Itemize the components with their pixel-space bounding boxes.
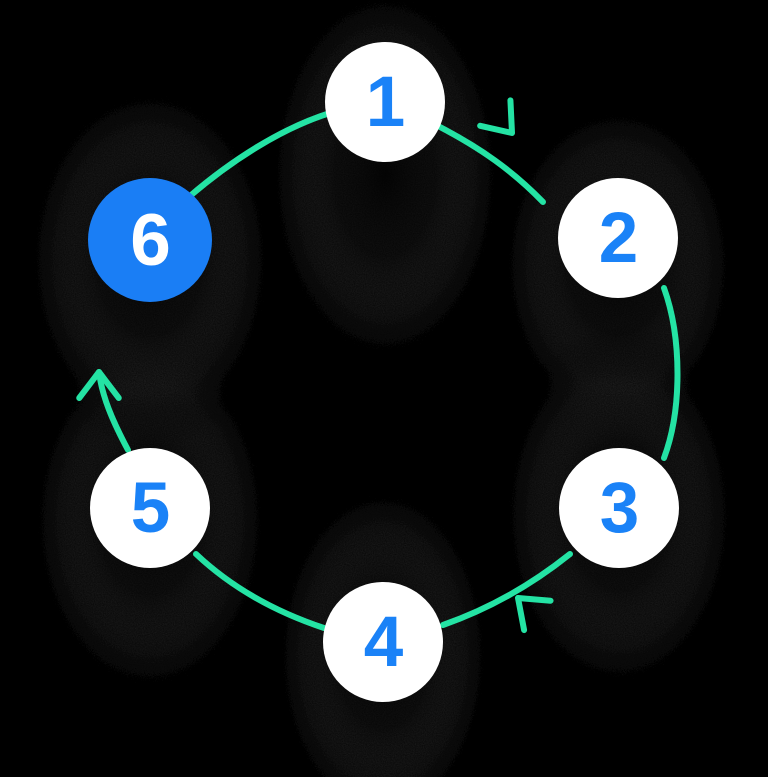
node-label-3: 3 bbox=[599, 468, 639, 548]
node-1[interactable]: 1 bbox=[325, 42, 445, 162]
arrowhead-1-to-2 bbox=[477, 97, 515, 136]
node-5[interactable]: 5 bbox=[90, 448, 210, 568]
arrowhead-3-to-4 bbox=[515, 595, 554, 634]
edge-2-to-3 bbox=[661, 285, 681, 461]
node-label-1: 1 bbox=[365, 62, 405, 142]
node-label-5: 5 bbox=[130, 468, 170, 548]
edge-4-to-5 bbox=[193, 551, 327, 631]
node-6[interactable]: 6 bbox=[88, 178, 212, 302]
edge-1-to-2 bbox=[437, 124, 546, 205]
edge-6-to-1 bbox=[187, 110, 333, 199]
node-3[interactable]: 3 bbox=[559, 448, 679, 568]
edge-3-to-4 bbox=[440, 551, 573, 628]
node-2[interactable]: 2 bbox=[558, 178, 678, 298]
node-label-2: 2 bbox=[598, 198, 638, 278]
node-label-4: 4 bbox=[363, 602, 403, 682]
arrowhead-5-to-6 bbox=[76, 369, 122, 401]
node-4[interactable]: 4 bbox=[323, 582, 443, 702]
node-label-6: 6 bbox=[130, 199, 171, 281]
edge-5-to-6 bbox=[96, 369, 131, 453]
